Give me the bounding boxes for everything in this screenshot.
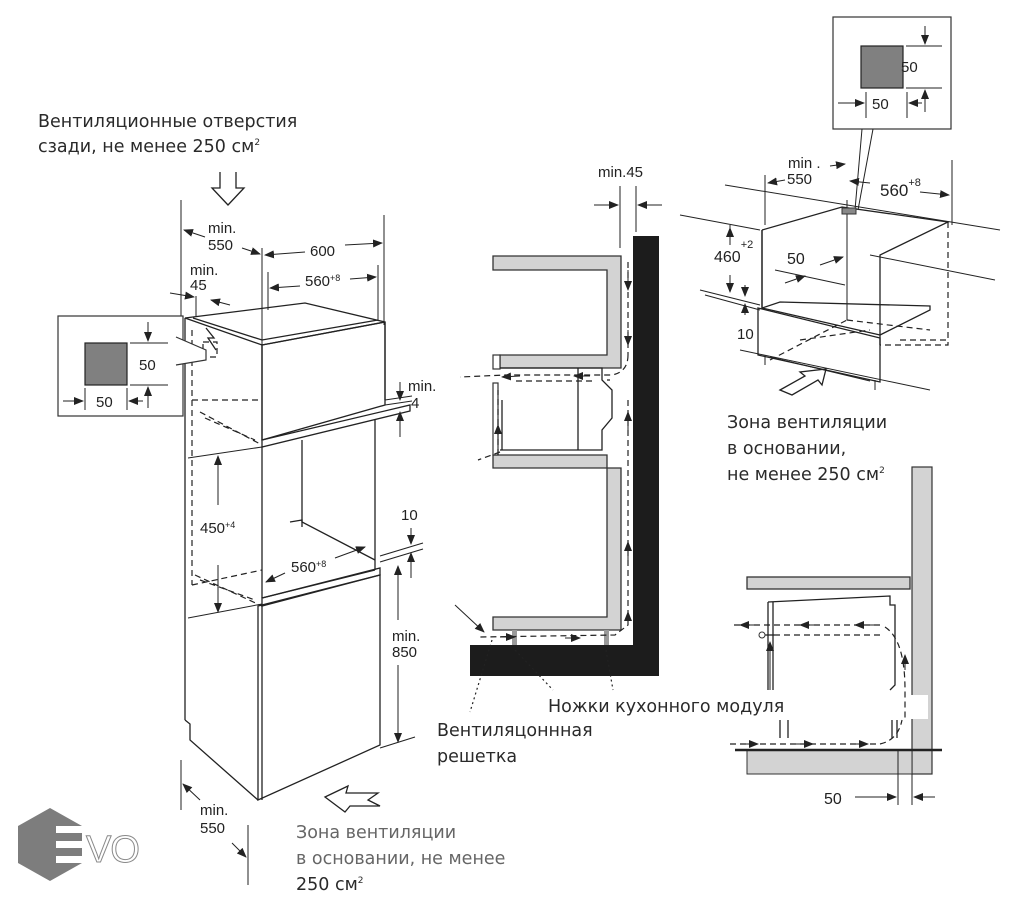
- dim-right-bottom-rear-gap: 50: [824, 791, 842, 808]
- airflow-zigzag-icon: [205, 327, 217, 351]
- dim-right-depth-min-label: min .: [788, 155, 821, 172]
- wall-black: [633, 236, 659, 676]
- dim-rear-gap-value: 45: [190, 277, 207, 294]
- dim-bottom-depth-label: min.: [200, 802, 228, 819]
- base-vent-right-caption-2: в основании,: [727, 439, 846, 459]
- dim-gap-top-label: min.: [408, 378, 436, 395]
- dim-right-height: 460+2: [714, 239, 753, 266]
- dim-right-vent-square-w: 50: [872, 96, 889, 113]
- dim-mid-rear-gap: min.45: [598, 164, 643, 181]
- undercounter-drawing: [679, 16, 1001, 396]
- logo-text: VO: [86, 829, 139, 871]
- dim-niche-width-inner: 560+8: [291, 559, 326, 576]
- right-vent-opening-square: [860, 45, 904, 89]
- base-vent-right-caption-3: не менее 250 см2: [727, 465, 885, 485]
- dim-bottom-depth-value: 550: [200, 820, 225, 837]
- cabinet-legs-caption: Ножки кухонного модуля: [548, 697, 784, 717]
- dim-vent-square-w: 50: [96, 394, 113, 411]
- dim-right-depth-min-value: 550: [787, 171, 812, 188]
- dim-right-rear-offset: 50: [787, 251, 805, 268]
- dim-niche-width: 560+8: [305, 273, 340, 290]
- rear-vent-arrow-icon: [210, 172, 246, 206]
- dim-depth-min-label: min.: [208, 220, 236, 237]
- rear-vent-caption-2: сзади, не менее 250 см2: [38, 137, 260, 157]
- dim-right-width: 560+8: [880, 177, 921, 200]
- dim-niche-height: 450+4: [200, 520, 235, 537]
- right-base-vent-arrow-icon: [778, 368, 827, 396]
- evo-logo: VO: [18, 808, 140, 881]
- dim-floor-height-value: 850: [392, 644, 417, 661]
- dim-gap-top-value: 4: [411, 395, 419, 412]
- dim-width-600: 600: [310, 243, 335, 260]
- dim-right-base-thickness: 10: [737, 326, 754, 343]
- vent-opening-square: [84, 342, 128, 386]
- dim-shelf-thickness: 10: [401, 507, 418, 524]
- vent-grille-caption-2: решетка: [437, 747, 517, 767]
- dim-vent-square-h: 50: [139, 357, 156, 374]
- rear-vent-caption: Вентиляционные отверстия: [38, 112, 297, 132]
- dim-depth-min-value: 550: [208, 237, 233, 254]
- undercounter-section-drawing: [730, 466, 942, 805]
- base-vent-left-caption-3: 250 см2: [296, 875, 364, 895]
- dim-floor-height-label: min.: [392, 628, 420, 645]
- base-vent-right-caption-1: Зона вентиляции: [727, 413, 887, 433]
- dim-rear-gap-label: min.: [190, 262, 218, 279]
- tall-cabinet-drawing: [57, 172, 424, 885]
- base-vent-arrow-icon: [323, 784, 381, 813]
- side-section-drawing: [454, 186, 662, 713]
- dim-right-vent-square-h: 50: [901, 59, 918, 76]
- vent-grille-caption-1: Вентиляцоннная: [437, 721, 593, 741]
- base-vent-left-caption-1: Зона вентиляции: [296, 823, 456, 843]
- base-vent-left-caption-2: в основании, не менее: [296, 849, 505, 869]
